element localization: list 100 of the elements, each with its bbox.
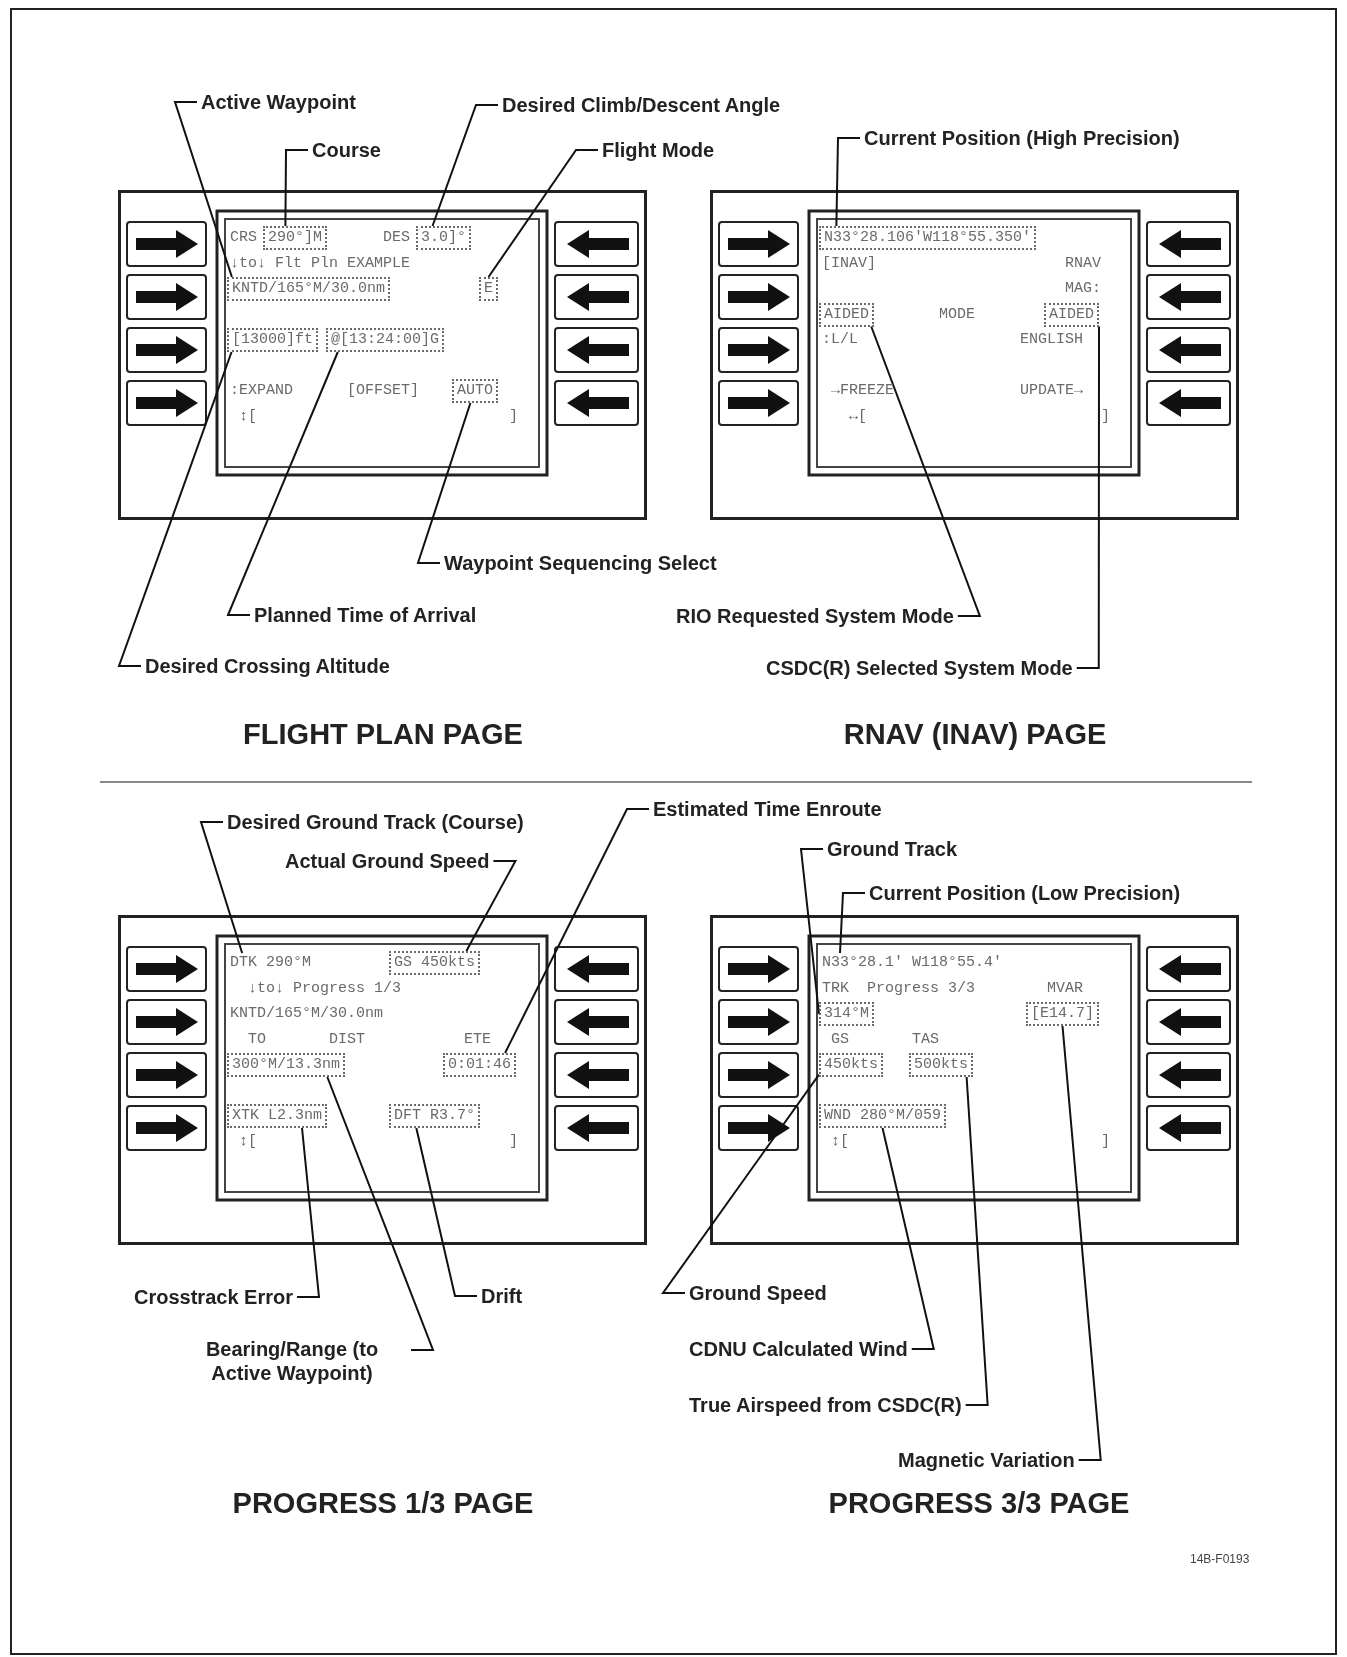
leader-line [415, 1127, 478, 1297]
leader-line [295, 1127, 321, 1298]
display-text: DIST [329, 1029, 365, 1050]
display-text: DTK 290°M [230, 953, 311, 973]
figure-number: 14B-F0193 [1190, 1552, 1250, 1566]
display-text: RNAV [1065, 253, 1101, 274]
data-field: 3.0]° [416, 226, 471, 250]
display-text: ↔[ [849, 406, 867, 427]
leader-line [199, 821, 244, 954]
display-text: ↕[ [831, 1131, 849, 1152]
data-field: KNTD/165°M/30.0nm [227, 277, 391, 301]
callout-label: Drift [481, 1284, 523, 1308]
display-text: DES [383, 228, 410, 248]
callout-label: CDNU Calculated Wind [689, 1337, 908, 1361]
leader-line [431, 104, 499, 227]
page-title: FLIGHT PLAN PAGE [243, 718, 523, 751]
display-text: MAG: [1065, 279, 1101, 299]
page-title: PROGRESS 3/3 PAGE [828, 1487, 1130, 1520]
display-text: CRS [230, 228, 257, 248]
leader-line [964, 1076, 989, 1406]
data-field: E [479, 277, 498, 301]
data-field: XTK L2.3nm [227, 1104, 327, 1128]
display-text: GS [831, 1029, 849, 1050]
leader-line [1075, 325, 1100, 669]
leader-line [284, 149, 309, 227]
leader-line [416, 402, 472, 564]
data-field: @[13:24:00]G [326, 328, 445, 352]
leader-line [870, 325, 982, 617]
display-text: :EXPAND [230, 381, 293, 401]
leader-line [465, 860, 518, 952]
display-text: ] [1101, 406, 1110, 427]
display-text: TO [248, 1029, 266, 1050]
callout-label: CSDC(R) Selected System Mode [766, 656, 1073, 680]
leader-line [835, 137, 861, 227]
data-field: AUTO [452, 379, 498, 403]
display-text: ETE [464, 1029, 491, 1050]
display-text: KNTD/165°M/30.0nm [230, 1004, 384, 1024]
callout-label: Active Waypoint [201, 90, 356, 114]
data-field: WND 280°M/059 [819, 1104, 947, 1128]
display-text: ↕[ [239, 1131, 257, 1152]
display-text: [INAV] [822, 253, 876, 274]
callout-label: Desired Ground Track (Course) [227, 810, 524, 834]
data-field: GS 450kts [389, 951, 480, 975]
callout-label: Estimated Time Enroute [653, 797, 882, 821]
callout-label: Desired Crossing Altitude [145, 654, 390, 678]
leader-line [226, 351, 339, 616]
callout-label: Current Position (Low Precision) [869, 881, 1181, 905]
display-text: ↓to↓ Flt Pln EXAMPLE [230, 253, 411, 274]
callout-label: True Airspeed from CSDC(R) [689, 1393, 962, 1417]
display-text: [OFFSET] [347, 381, 419, 401]
display-text: N33°28.1' W118°55.4' [822, 953, 1003, 973]
leader-line [1061, 1025, 1102, 1461]
callout-label: RIO Requested System Mode [676, 604, 954, 628]
callout-label: Actual Ground Speed [285, 849, 490, 873]
leader-line [839, 892, 866, 954]
callout-label: Magnetic Variation [898, 1448, 1075, 1472]
callout-label: Bearing/Range (to Active Waypoint) [177, 1337, 407, 1385]
data-field: AIDED [819, 302, 874, 327]
page-title: PROGRESS 1/3 PAGE [232, 1487, 534, 1520]
display-text: TAS [912, 1029, 939, 1050]
display-text: MODE [939, 304, 975, 325]
display-text: ↓to↓ Progress 1/3 [248, 978, 402, 999]
data-field: 300°M/13.3nm [227, 1053, 346, 1077]
data-field: [13000]ft [227, 328, 318, 352]
callout-label: Ground Track [827, 837, 958, 861]
page-title: RNAV (INAV) PAGE [843, 718, 1107, 751]
callout-label: Crosstrack Error [134, 1285, 293, 1309]
callout-label: Flight Mode [602, 138, 715, 162]
data-field: 500kts [909, 1053, 973, 1077]
leader-line [326, 1076, 435, 1351]
display-text: ] [509, 406, 518, 427]
callout-label: Current Position (High Precision) [864, 126, 1180, 150]
leader-line [799, 848, 824, 1015]
callout-label: Course [312, 138, 381, 162]
leader-line [881, 1127, 935, 1350]
callout-label: Waypoint Sequencing Select [444, 551, 717, 575]
data-field: 450kts [819, 1053, 883, 1077]
data-field: AIDED [1044, 302, 1099, 327]
data-field: 0:01:46 [443, 1053, 516, 1077]
leader-line [487, 149, 599, 278]
data-field: [E14.7] [1026, 1002, 1099, 1026]
data-field: N33°28.106'W118°55.350' [819, 226, 1037, 250]
data-field: 290°]M [263, 226, 327, 250]
display-text: :L/L [822, 330, 858, 350]
display-text: →FREEZE [831, 381, 894, 401]
display-text: ] [1101, 1131, 1110, 1152]
callout-label: Planned Time of Arrival [254, 603, 477, 627]
display-text: UPDATE→ [1020, 381, 1083, 401]
display-text: ENGLISH [1020, 330, 1083, 350]
leader-line [173, 101, 233, 278]
callout-label: Desired Climb/Descent Angle [502, 93, 781, 117]
data-field: 314°M [819, 1002, 874, 1026]
display-text: Progress 3/3 [867, 978, 976, 999]
callout-label: Ground Speed [689, 1281, 827, 1305]
display-text: MVAR [1047, 978, 1083, 999]
display-text: ] [509, 1131, 518, 1152]
data-field: DFT R3.7° [389, 1104, 480, 1128]
display-text: TRK [822, 978, 849, 999]
display-text: ↕[ [239, 406, 257, 427]
leader-line [504, 808, 650, 1054]
